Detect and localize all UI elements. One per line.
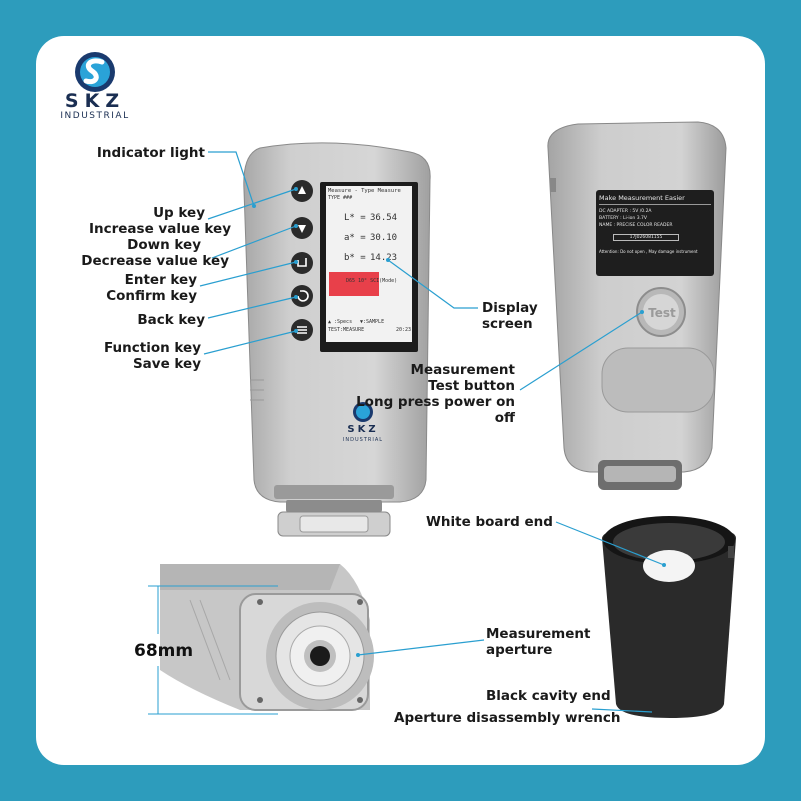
screen-l-label: L* =	[344, 213, 366, 223]
screen-b-value: 14.23	[370, 253, 398, 263]
label-increase-key: Increase value key	[88, 221, 231, 237]
screen-sub: TYPE ###	[328, 195, 353, 201]
screen-footer-mid: ▼:SAMPLE	[360, 319, 385, 325]
label-measure-1: Measurement	[410, 362, 515, 378]
label-measure-4: off	[494, 410, 515, 426]
dimension-line	[148, 585, 278, 715]
back-label-serial: 17J026081155	[613, 234, 679, 241]
screen-a-value: 30.10	[370, 233, 398, 243]
label-measure-2: Test button	[428, 378, 515, 394]
screen-b-label: b* =	[344, 253, 366, 263]
back-label: Make Measurement Easier DC ADAPTER : 5V …	[599, 194, 711, 254]
label-display-1: Display	[482, 300, 538, 316]
device-back	[547, 121, 727, 490]
screen-a-label: a* =	[344, 233, 366, 243]
screen-footer-time: 20:23	[396, 327, 412, 333]
label-aperture-2: aperture	[486, 642, 553, 658]
test-button[interactable]: Test	[648, 306, 676, 320]
screen-header: Measure - Type Measure	[328, 188, 401, 194]
aperture-view	[160, 564, 374, 711]
label-black-cavity: Black cavity end	[486, 688, 611, 704]
label-measure-3: Long press power on	[356, 394, 515, 410]
label-save-key: Save key	[132, 356, 201, 372]
back-label-warning: Attention: Do not open , May damage inst…	[599, 249, 698, 254]
label-back-key: Back key	[137, 312, 205, 328]
screen-mode: D65 10° SCI(Mode)	[346, 278, 398, 284]
label-white-board: White board end	[426, 514, 553, 530]
label-enter-key: Enter key	[124, 272, 197, 288]
front-buttons	[291, 180, 313, 341]
device-brand-name: SKZ	[347, 424, 379, 435]
device-screen: Measure - Type Measure TYPE ### L* = 36.…	[326, 186, 412, 342]
device-front	[243, 142, 431, 537]
label-decrease-key: Decrease value key	[81, 253, 229, 269]
label-indicator-light: Indicator light	[96, 145, 205, 161]
device-logo-icon	[353, 402, 373, 422]
label-confirm-key: Confirm key	[106, 288, 197, 304]
logo-brand-name: SKZ	[64, 90, 126, 112]
label-aperture-1: Measurement	[486, 626, 591, 642]
back-button	[291, 285, 313, 307]
back-label-line2: BATTERY : Li-ion 3.7V	[599, 216, 647, 221]
back-label-line1: DC ADAPTER : 5V /0.2A	[599, 209, 652, 214]
label-wrench: Aperture disassembly wrench	[394, 710, 621, 726]
screen-l-value: 36.54	[370, 213, 398, 223]
black-cavity-cup	[602, 516, 736, 718]
label-function-key: Function key	[103, 340, 201, 356]
device-brand-sub: INDUSTRIAL	[342, 437, 384, 443]
back-label-title: Make Measurement Easier	[599, 194, 711, 205]
label-display-2: screen	[482, 316, 533, 332]
label-up-key: Up key	[153, 205, 205, 221]
screen-footer-left2: TEST:MEASURE	[328, 327, 365, 333]
dimension-label: 68mm	[134, 641, 194, 661]
skz-logo: SKZ INDUSTRIAL	[50, 48, 140, 121]
back-label-line3: NAME : PRECISE COLOR READER	[599, 223, 673, 228]
skz-logo-icon	[75, 52, 115, 92]
label-down-key: Down key	[127, 237, 201, 253]
enter-button	[291, 252, 313, 274]
logo-brand-sub: INDUSTRIAL	[60, 111, 130, 121]
screen-footer-left: ▲ :Specs	[328, 319, 353, 325]
